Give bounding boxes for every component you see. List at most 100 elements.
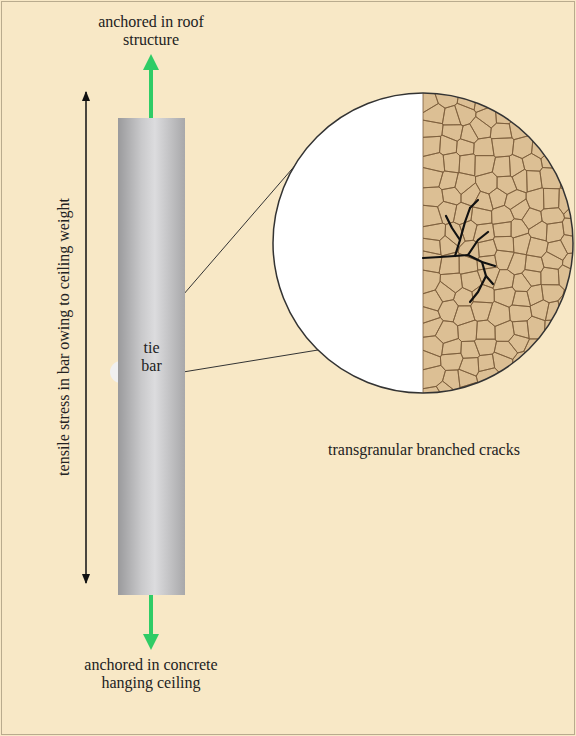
grain-boundary: [435, 281, 455, 302]
grain-boundary: [563, 151, 576, 172]
stress-arrow: [85, 92, 87, 583]
grain-boundary: [524, 339, 546, 358]
grain-boundary: [474, 137, 495, 155]
grain-boundary: [443, 152, 460, 172]
grain-boundary: [545, 338, 566, 355]
crack: [423, 255, 468, 258]
grain-boundary: [522, 270, 541, 287]
grain-boundary: [531, 350, 549, 370]
grain-boundary: [544, 372, 567, 391]
grain-boundary: [547, 104, 564, 124]
magnified-view: [270, 88, 576, 400]
grain-boundary: [548, 390, 565, 400]
grain-boundary: [563, 350, 576, 370]
grain-boundary: [564, 383, 576, 400]
grain-boundary: [490, 123, 512, 139]
crack: [470, 276, 486, 302]
grain-boundary: [530, 117, 549, 139]
grain-boundary: [529, 88, 550, 106]
grain-boundary: [547, 138, 564, 158]
grain-boundary: [544, 320, 564, 340]
grain-boundary: [563, 142, 576, 161]
grain-boundary: [545, 120, 566, 140]
tie-bar: tie bar: [118, 118, 185, 595]
grain-boundary: [475, 156, 496, 177]
grain-boundary: [423, 350, 441, 369]
crack: [455, 208, 470, 256]
grain-boundary: [459, 154, 475, 176]
detail-caption: transgranular branched cracks: [294, 441, 554, 459]
crack: [468, 255, 495, 266]
grain-boundary: [562, 317, 576, 342]
grain-boundary: [492, 88, 513, 108]
grain-boundary: [442, 187, 461, 205]
grain-boundary: [525, 365, 549, 388]
grain-boundary: [476, 385, 498, 400]
grain-boundary: [541, 208, 565, 224]
force-arrow: [149, 595, 153, 642]
grain-boundary: [471, 302, 493, 322]
grain-boundary: [423, 270, 440, 294]
grain-boundary: [508, 385, 529, 400]
grain-boundary: [526, 237, 548, 257]
grain-boundary: [442, 338, 462, 354]
grain-boundary: [558, 367, 576, 388]
grain-boundary: [541, 252, 562, 270]
grain-boundary: [526, 188, 544, 212]
grain-boundary: [541, 267, 559, 285]
grain-boundary: [453, 202, 472, 224]
force-arrow: [149, 62, 153, 118]
grain-boundary: [476, 320, 495, 339]
grain-boundary: [527, 284, 543, 306]
grain-boundary: [529, 383, 550, 400]
grain-boundary: [508, 334, 529, 353]
grain-boundary: [562, 252, 576, 276]
grain-boundary: [492, 156, 510, 177]
grain-boundary: [563, 284, 576, 317]
grain-boundary: [513, 233, 531, 255]
grain-boundary: [562, 121, 576, 144]
grain-boundary: [461, 183, 480, 207]
grain-boundary: [558, 295, 576, 321]
grain-boundary: [478, 354, 495, 371]
grain-boundary: [544, 88, 565, 110]
grain-boundary: [423, 168, 443, 188]
grain-boundary: [495, 383, 514, 400]
stress-label: tensile stress in bar owing to ceiling w…: [55, 117, 73, 557]
grain-boundary: [489, 372, 509, 391]
grain-boundary: [423, 153, 445, 173]
crack: [446, 216, 460, 240]
grain-boundary: [511, 219, 529, 238]
grain-boundary: [566, 338, 576, 361]
grain-boundary: [527, 316, 545, 339]
grain-boundary: [423, 88, 438, 113]
crack: [470, 200, 478, 208]
grain-boundary: [423, 136, 441, 156]
grain-boundary: [528, 221, 547, 241]
grain-boundary: [493, 236, 513, 252]
grain-boundary: [423, 238, 441, 254]
grain-boundary: [423, 251, 442, 273]
grain-boundary: [455, 103, 476, 126]
grain-boundary: [561, 88, 576, 108]
grain-boundary: [458, 320, 478, 341]
grain-boundary: [461, 341, 480, 358]
grain-boundary: [522, 153, 542, 171]
grain-boundary: [512, 169, 527, 193]
crack: [423, 200, 495, 302]
grain-boundary: [526, 103, 547, 123]
grain-boundary: [510, 199, 529, 220]
grain-boundary: [457, 382, 480, 400]
grain-boundary: [423, 365, 445, 388]
magnifier-circle: [273, 93, 573, 393]
grain-boundary: [512, 88, 531, 110]
grain-boundary: [476, 368, 498, 386]
grain-boundary: [440, 135, 458, 155]
anchor-label: anchored in concrete hanging ceiling: [61, 656, 241, 692]
anchor-label: anchored in roof structure: [91, 13, 211, 49]
grain-boundary: [423, 120, 443, 137]
grain-boundary: [543, 188, 559, 209]
bar-label: tie bar: [137, 339, 167, 375]
